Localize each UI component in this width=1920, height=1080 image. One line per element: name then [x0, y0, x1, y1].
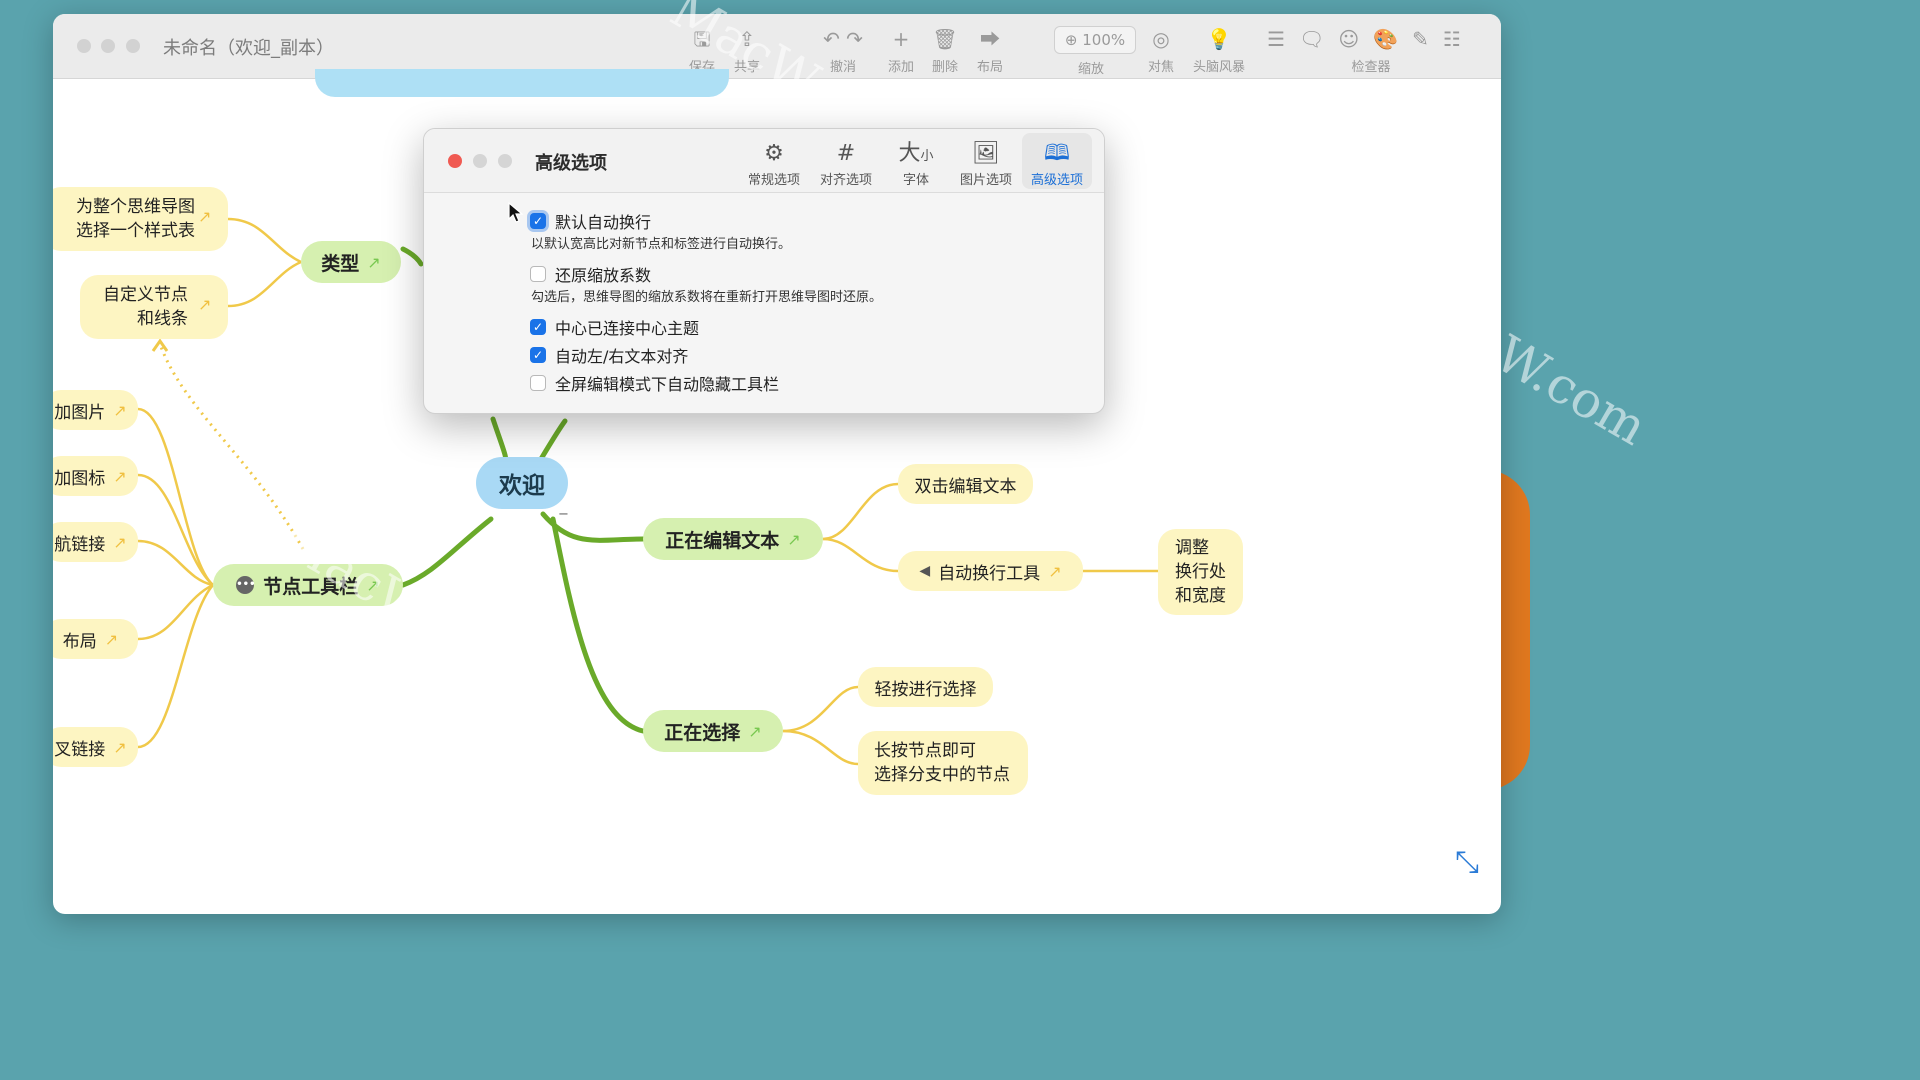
- checkbox-center-connected[interactable]: ✓: [530, 319, 546, 335]
- fullscreen-expand-icon[interactable]: ⤡: [1455, 845, 1479, 880]
- lightbulb-icon: 💡: [1206, 27, 1232, 51]
- wrap-handle-icon: ◀: [919, 563, 931, 579]
- stylesheet-node[interactable]: 为整个思维导图 选择一个样式表: [53, 187, 228, 251]
- font-size-icon: 大小: [898, 141, 934, 166]
- nav-link-node[interactable]: 航链接 ↗: [53, 522, 138, 562]
- close-window-button[interactable]: [77, 39, 91, 53]
- dialog-minimize-button[interactable]: [473, 154, 487, 168]
- double-click-node[interactable]: 双击编辑文本: [898, 464, 1033, 504]
- auto-wrap-tool-node[interactable]: ◀ 自动换行工具 ↗: [898, 551, 1083, 591]
- tab-images[interactable]: 🖼 图片选项: [951, 133, 1021, 189]
- collapse-indicator[interactable]: −: [558, 507, 569, 522]
- external-link-icon[interactable]: ↗: [113, 737, 127, 757]
- zoom-magnifier-icon: ⊕: [1064, 31, 1078, 49]
- undo-button[interactable]: ↶ ↷ 撤消: [808, 26, 878, 75]
- external-link-icon[interactable]: ↗: [198, 295, 212, 314]
- dialog-header: 高级选项 ⚙ 常规选项 # 对齐选项 大小 字体 🖼 图片选项 🕮 高级选项: [424, 129, 1104, 193]
- save-icon: 🖫: [693, 27, 711, 51]
- tab-alignment[interactable]: # 对齐选项: [811, 133, 881, 189]
- adjust-wrap-node[interactable]: 调整 换行处 和宽度: [1158, 529, 1243, 615]
- tab-general[interactable]: ⚙ 常规选项: [739, 133, 809, 189]
- branch-type[interactable]: 类型 ↗: [301, 241, 401, 283]
- branch-node-toolbar[interactable]: ••• 节点工具栏 ↗: [213, 564, 403, 606]
- mouse-pointer-icon: [508, 202, 524, 223]
- option-default-wrap[interactable]: ✓ 默认自动换行: [530, 209, 651, 233]
- zoom-window-button[interactable]: [126, 39, 140, 53]
- branch-editing-text[interactable]: 正在编辑文本 ↗: [643, 518, 823, 560]
- add-image-node[interactable]: 加图片 ↗: [53, 390, 138, 430]
- option-hide-toolbar[interactable]: 全屏编辑模式下自动隐藏工具栏: [530, 371, 779, 395]
- top-node-partial[interactable]: [315, 69, 729, 97]
- gears-icon: ⚙: [764, 141, 784, 166]
- external-link-icon[interactable]: ↗: [113, 532, 127, 552]
- brainstorm-button[interactable]: 💡 头脑风暴: [1187, 26, 1251, 75]
- plus-icon: +: [892, 27, 910, 51]
- focus-button[interactable]: ◎ 对焦: [1133, 26, 1189, 75]
- long-press-node[interactable]: 长按节点即可 选择分支中的节点: [858, 731, 1028, 795]
- layout-node[interactable]: 布局 ↗: [53, 619, 138, 659]
- external-link-icon[interactable]: ↗: [104, 629, 119, 649]
- central-topic[interactable]: 欢迎: [476, 457, 568, 509]
- add-icon-node[interactable]: 加图标 ↗: [53, 456, 138, 496]
- zoom-label: 缩放: [1078, 62, 1105, 77]
- add-button[interactable]: + 添加: [873, 26, 929, 75]
- external-link-icon[interactable]: ↗: [366, 575, 380, 595]
- external-link-icon[interactable]: ↗: [367, 252, 381, 272]
- option-desc-default-wrap: 以默认宽高比对新节点和标签进行自动换行。: [531, 237, 792, 252]
- branch-selecting[interactable]: 正在选择 ↗: [643, 710, 783, 752]
- mindmap-canvas[interactable]: 为整个思维导图 选择一个样式表 ↗ 自定义节点 和线条 ↗ 类型 ↗ 加图片 ↗…: [53, 69, 1501, 914]
- tab-advanced[interactable]: 🕮 高级选项: [1022, 133, 1092, 189]
- cross-link-node[interactable]: 叉链接 ↗: [53, 727, 138, 767]
- tap-select-node[interactable]: 轻按进行选择: [858, 667, 993, 707]
- share-icon: ⇪: [738, 27, 756, 51]
- mindmap-connectors: [137, 217, 1158, 766]
- option-desc-restore-zoom: 勾选后，思维导图的缩放系数将在重新打开思维导图时还原。: [531, 290, 883, 305]
- inspector-group[interactable]: ☰🗨☺🎨✎☷ 检查器: [1261, 26, 1481, 75]
- grid-icon: #: [836, 141, 856, 166]
- external-link-icon[interactable]: ↗: [113, 466, 127, 486]
- titlebar: 未命名（欢迎_副本） 🖫 保存 ⇪ 共享 ↶ ↷ 撤消 + 添加 🗑 删除 ⮕ …: [53, 14, 1501, 79]
- trash-icon: 🗑: [932, 27, 958, 51]
- option-restore-zoom[interactable]: 还原缩放系数: [530, 262, 651, 286]
- custom-node[interactable]: 自定义节点 和线条: [80, 275, 228, 339]
- dialog-title: 高级选项: [535, 153, 607, 174]
- layout-button[interactable]: ⮕ 布局: [962, 26, 1018, 75]
- tab-font[interactable]: 大小 字体: [881, 133, 951, 189]
- checkbox-hide-toolbar[interactable]: [530, 375, 546, 391]
- option-center-connected[interactable]: ✓ 中心已连接中心主题: [530, 315, 699, 339]
- dialog-zoom-button[interactable]: [498, 154, 512, 168]
- external-link-icon[interactable]: ↗: [748, 721, 762, 741]
- undo-redo-icon: ↶ ↷: [823, 27, 863, 51]
- external-link-icon[interactable]: ↗: [1048, 561, 1062, 581]
- external-link-icon[interactable]: ↗: [113, 400, 127, 420]
- target-icon: ◎: [1152, 27, 1170, 51]
- layout-icon: ⮕: [980, 27, 1000, 51]
- zoom-control[interactable]: ⊕ 100%: [1054, 26, 1136, 54]
- checkbox-restore-zoom[interactable]: [530, 266, 546, 282]
- zoom-value: 100%: [1082, 31, 1126, 49]
- external-link-icon[interactable]: ↗: [787, 529, 801, 549]
- book-icon: 🕮: [1044, 141, 1070, 166]
- images-icon: 🖼: [972, 141, 1000, 166]
- more-icon: •••: [236, 576, 255, 594]
- inspector-icons: ☰🗨☺🎨✎☷: [1267, 27, 1475, 51]
- delete-button[interactable]: 🗑 删除: [917, 26, 973, 75]
- minimize-window-button[interactable]: [101, 39, 115, 53]
- option-auto-align[interactable]: ✓ 自动左/右文本对齐: [530, 343, 688, 367]
- window-title: 未命名（欢迎_副本）: [163, 38, 334, 59]
- share-button[interactable]: ⇪ 共享: [719, 26, 775, 75]
- checkbox-auto-align[interactable]: ✓: [530, 347, 546, 363]
- checkbox-default-wrap[interactable]: ✓: [530, 213, 546, 229]
- external-link-icon[interactable]: ↗: [198, 207, 212, 226]
- advanced-options-dialog: 高级选项 ⚙ 常规选项 # 对齐选项 大小 字体 🖼 图片选项 🕮 高级选项 ✓…: [423, 128, 1105, 414]
- dialog-close-button[interactable]: [448, 154, 462, 168]
